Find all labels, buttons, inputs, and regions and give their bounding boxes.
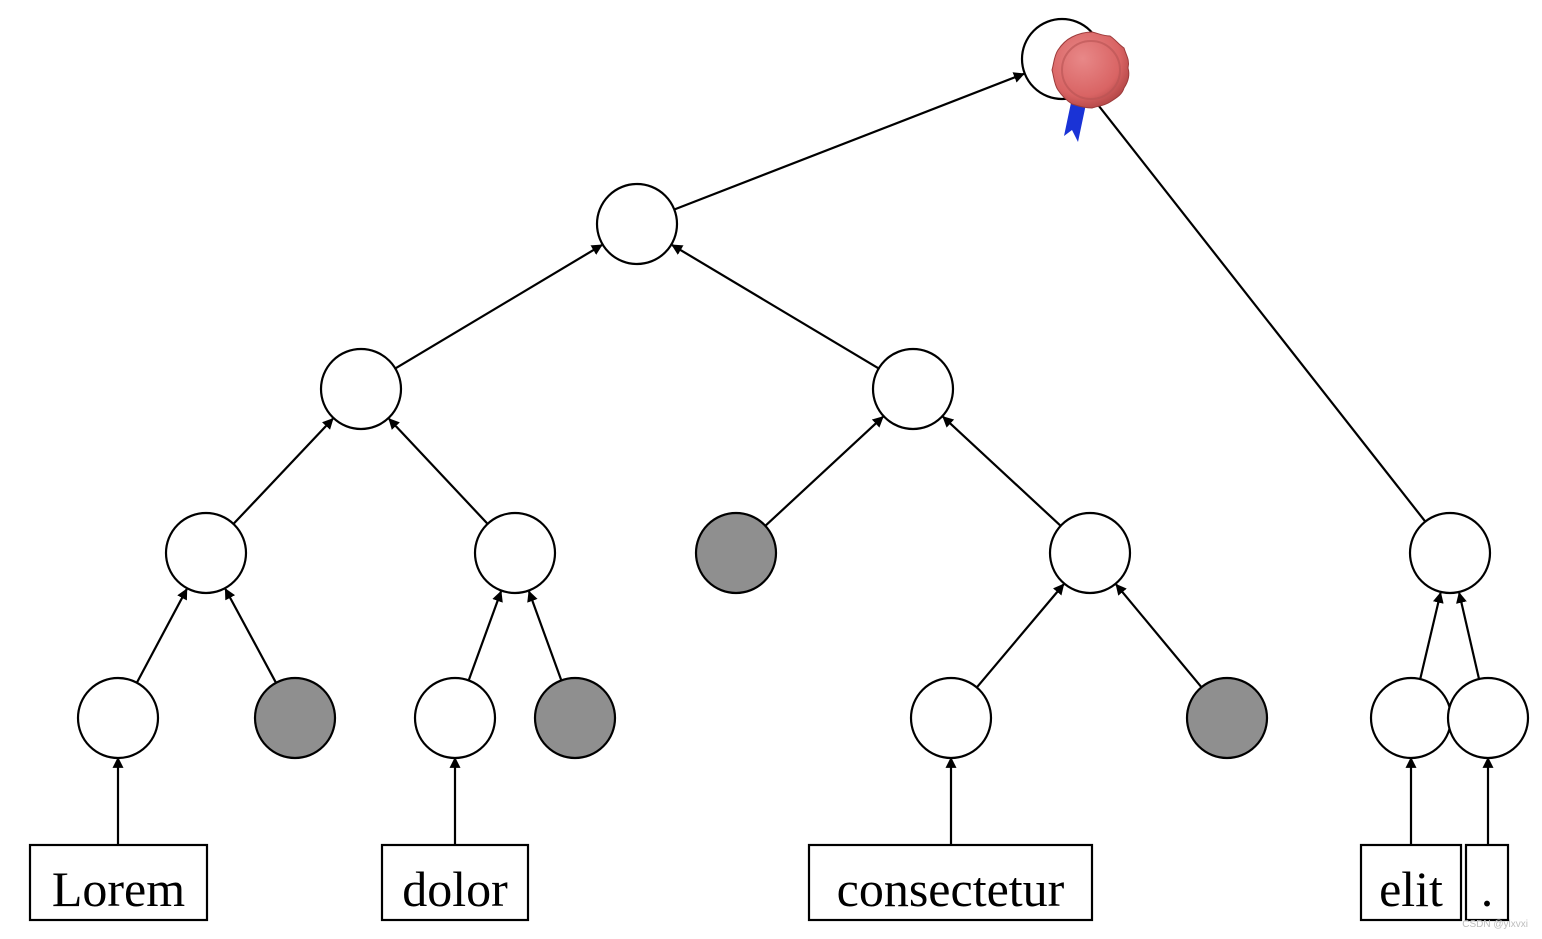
token-lorem: Lorem	[28, 843, 209, 922]
node-l4-padding	[533, 676, 617, 760]
node-n2	[319, 347, 403, 431]
node-l5	[909, 676, 993, 760]
edge-n4-to-n2	[232, 417, 334, 525]
token-label: Lorem	[52, 861, 185, 917]
ribbon-icon	[1064, 98, 1086, 142]
node-l8	[1446, 676, 1530, 760]
node-l3	[413, 676, 497, 760]
node-l1	[76, 676, 160, 760]
token-box	[28, 843, 209, 922]
token-label: dolor	[402, 861, 508, 917]
node-n6-padding	[694, 511, 778, 595]
edge-l3-to-n5	[467, 590, 503, 681]
edge-l7-to-n8	[1419, 591, 1444, 680]
token-label: elit	[1379, 861, 1443, 917]
token-label: consectetur	[837, 861, 1065, 917]
node-l7	[1369, 676, 1453, 760]
edge-l2-to-n4	[224, 588, 277, 684]
edges	[112, 72, 1494, 845]
edge-n7-to-n3	[942, 416, 1062, 527]
node-n5	[473, 511, 557, 595]
node-l6-padding	[1185, 676, 1269, 760]
edge-l6-to-n7	[1115, 583, 1203, 688]
edge-l8-to-n8	[1456, 591, 1481, 680]
edge-n5-to-n2	[388, 418, 489, 525]
token-box	[807, 843, 1094, 922]
token-consectetur: consectetur	[807, 843, 1094, 922]
token-dolor: dolor	[380, 843, 530, 922]
edge-n8-to-root	[1086, 90, 1427, 523]
token-box	[1359, 843, 1463, 922]
node-l2-padding	[253, 676, 337, 760]
token-box	[1464, 843, 1510, 922]
node-n8	[1408, 511, 1492, 595]
seal-body	[1051, 31, 1130, 109]
token-period: .	[1464, 843, 1510, 922]
edge-l5-to-n7	[975, 583, 1065, 689]
token-label: .	[1481, 861, 1494, 917]
edge-n2-to-n1	[394, 244, 603, 370]
watermark-text: CSDN @ylxvxi	[1462, 919, 1528, 930]
nodes	[76, 17, 1530, 760]
edge-l1-to-n4	[135, 588, 188, 684]
edge-n6-to-n3	[764, 416, 884, 527]
edge-l4-to-n5	[527, 590, 563, 681]
tokens: Lorem dolor consectetur elit.	[28, 843, 1510, 922]
seal-inner-ring	[1061, 40, 1121, 100]
node-n4	[164, 511, 248, 595]
node-n3	[871, 347, 955, 431]
edge-n1-to-root	[673, 72, 1025, 211]
node-n7	[1048, 511, 1132, 595]
token-elit: elit	[1359, 843, 1463, 922]
token-box	[380, 843, 530, 922]
wax-seal-icon	[1051, 31, 1130, 142]
node-n1	[595, 182, 679, 266]
edge-n3-to-n1	[671, 244, 880, 370]
